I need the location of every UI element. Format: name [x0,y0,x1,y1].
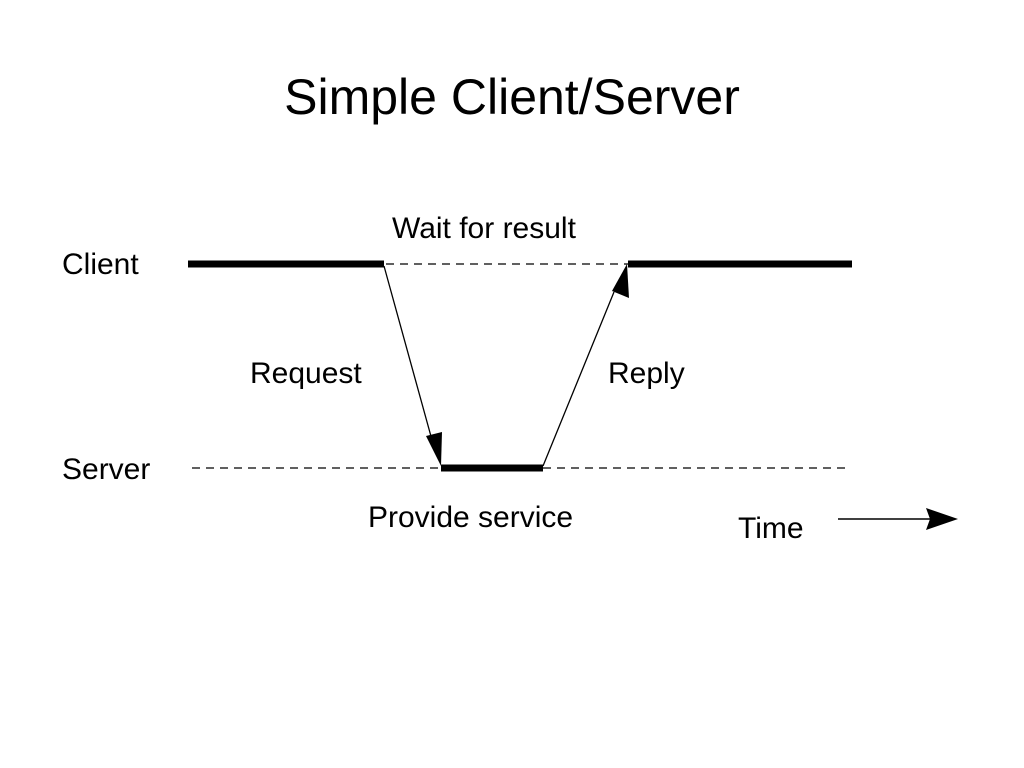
reply-label: Reply [608,357,685,390]
request-arrow-head [426,432,442,466]
reply-arrow-head [612,264,629,298]
time-arrow-head [926,508,958,530]
reply-arrow-shaft [542,291,615,467]
provide-service-label: Provide service [368,501,573,534]
wait-for-result-label: Wait for result [392,212,577,245]
time-label: Time [738,512,804,545]
server-lane-label: Server [62,453,150,486]
request-arrow-shaft [383,265,433,441]
client-lane-label: Client [62,248,139,281]
slide-title: Simple Client/Server [284,69,740,125]
request-label: Request [250,357,362,390]
